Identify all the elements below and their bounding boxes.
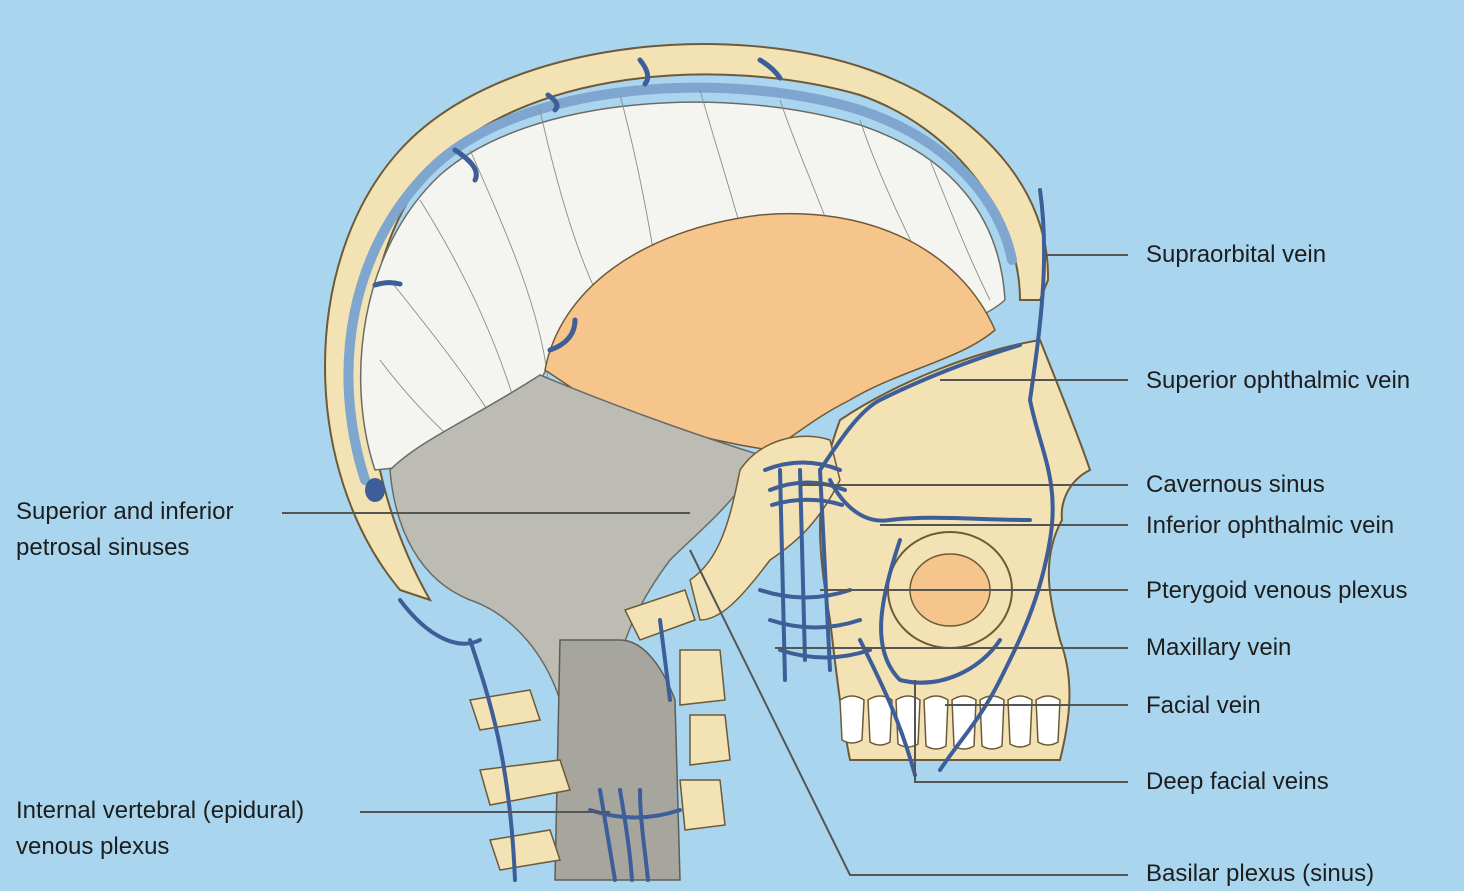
label-vertebral-line-1: Internal vertebral (epidural) <box>16 793 304 829</box>
label-petrosal-line-2: petrosal sinuses <box>16 530 233 566</box>
label-petrosal-line-1: Superior and inferior <box>16 494 233 530</box>
label-inferior-ophthalmic-vein: Inferior ophthalmic vein <box>1146 508 1394 544</box>
label-cavernous-sinus: Cavernous sinus <box>1146 467 1325 503</box>
transverse-sinus-cut <box>365 478 385 502</box>
label-basilar-plexus: Basilar plexus (sinus) <box>1146 856 1374 891</box>
label-deep-facial-veins: Deep facial veins <box>1146 764 1329 800</box>
label-superior-ophthalmic-vein: Superior ophthalmic vein <box>1146 363 1410 399</box>
label-vertebral-line-2: venous plexus <box>16 829 304 865</box>
label-maxillary-vein: Maxillary vein <box>1146 630 1291 666</box>
label-petrosal-sinuses: Superior and inferior petrosal sinuses <box>16 494 233 566</box>
label-facial-vein: Facial vein <box>1146 688 1261 724</box>
label-vertebral-venous-plexus: Internal vertebral (epidural) venous ple… <box>16 793 304 865</box>
spinal-dura <box>555 640 680 880</box>
label-pterygoid-venous-plexus: Pterygoid venous plexus <box>1146 573 1408 609</box>
label-supraorbital-vein: Supraorbital vein <box>1146 237 1326 273</box>
